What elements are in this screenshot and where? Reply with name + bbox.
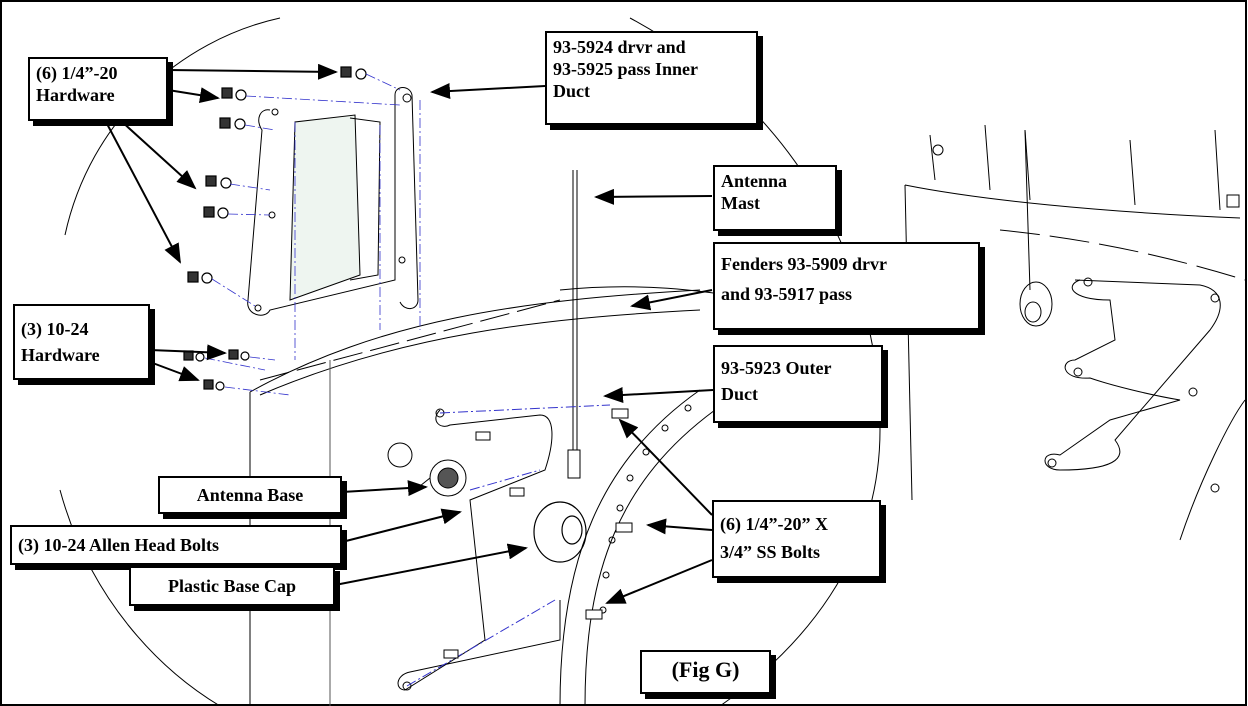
quarter-20-hardware	[187, 66, 367, 284]
figure-label: (Fig G)	[640, 650, 771, 694]
label-10-24-hardware: (3) 10-24 Hardware	[13, 304, 150, 380]
wheel-arch	[559, 389, 716, 706]
plastic-base-cap	[533, 501, 587, 563]
10-24-hardware	[183, 349, 250, 391]
label-antenna-mast: Antenna Mast	[713, 165, 837, 231]
label-outer-duct: 93-5923 Outer Duct	[713, 345, 883, 423]
label-allen-head-bolts: (3) 10-24 Allen Head Bolts	[10, 525, 342, 565]
label-ss-bolts: (6) 1/4”-20” X 3/4” SS Bolts	[712, 500, 881, 578]
quarter-20-centerlines	[211, 73, 421, 360]
inner-duct-part	[247, 87, 419, 316]
10-24-centerlines	[204, 356, 291, 396]
leader-arrows	[104, 63, 714, 604]
label-quarter-20-hardware: (6) 1/4”-20 Hardware	[28, 57, 168, 121]
outer-duct-part	[397, 404, 611, 691]
label-fenders: Fenders 93-5909 drvr and 93-5917 pass	[713, 242, 980, 330]
label-plastic-base-cap: Plastic Base Cap	[129, 566, 335, 606]
ss-bolts	[443, 408, 633, 659]
label-antenna-base: Antenna Base	[158, 476, 342, 514]
label-inner-duct: 93-5924 drvr and 93-5925 pass Inner Duct	[545, 31, 758, 125]
antenna-mast	[567, 170, 581, 479]
installed-view	[904, 124, 1246, 541]
